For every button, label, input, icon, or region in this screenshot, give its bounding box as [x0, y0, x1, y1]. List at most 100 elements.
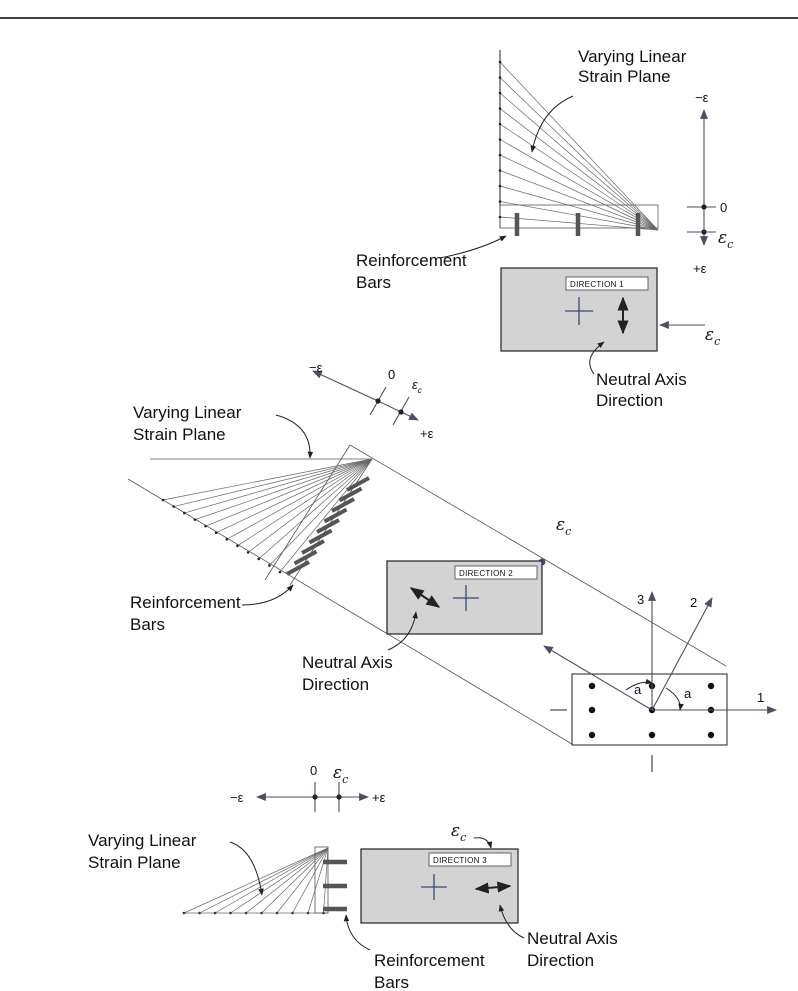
- main-section-group: 3 2 1 a a: [543, 591, 777, 772]
- d1-bars-label-line1: Reinforcement: [356, 251, 467, 270]
- d3-strain-line: [230, 847, 329, 914]
- d1-bars-label-line2: Bars: [356, 273, 391, 292]
- d3-strain-plane-label-line2: Strain Plane: [88, 853, 181, 872]
- d3-neutral-label-line2: Direction: [527, 951, 594, 970]
- d2-rebar: [346, 476, 370, 492]
- d2-strain-line: [226, 458, 373, 540]
- d3-strain-line: [199, 847, 329, 914]
- d1-direction-tag: DIRECTION 1: [570, 280, 624, 289]
- d3-strain-line: [245, 847, 329, 914]
- d2-rebar: [331, 497, 355, 513]
- d3-strain-line: [307, 847, 329, 914]
- d1-axis-epsc-dot: [701, 229, 707, 235]
- d2-axis-neg-arrow: [312, 370, 379, 402]
- d2-strain-plane-label-line2: Strain Plane: [133, 425, 226, 444]
- d2-axis-pos-label: +ε: [420, 426, 434, 441]
- d2-strain-point: [268, 564, 271, 567]
- d2-rebar: [301, 539, 325, 555]
- d2-rebar: [323, 507, 348, 524]
- d3-axis-epsc-dot: [336, 794, 342, 800]
- axis-2-arrow: [651, 597, 713, 711]
- d1-strain-line: [499, 154, 659, 231]
- d1-axis-zero-dot: [701, 204, 707, 210]
- d2-strain-line: [184, 458, 373, 514]
- d2-strain-point: [193, 518, 197, 521]
- d2-strain-line: [173, 458, 373, 507]
- d2-axis-epsc-dot: [398, 409, 404, 415]
- d1-strain-point: [498, 184, 502, 188]
- d2-axis-neg-label: −ε: [309, 360, 323, 375]
- d2-strain-plane-pointer: [275, 414, 314, 459]
- d3-neutral-label-line1: Neutral Axis: [527, 929, 618, 948]
- d2-bars-label-line1: Reinforcement: [130, 593, 241, 612]
- d2-strain-point: [257, 557, 261, 561]
- d2-neutral-pointer: [387, 611, 418, 651]
- d2-neutral-axis-arrow: [409, 587, 441, 608]
- d2-strain-point: [246, 551, 250, 554]
- d2-rebar: [286, 560, 310, 576]
- d3-axis-epsc-label: εc: [333, 763, 348, 786]
- d2-strain-line: [258, 458, 373, 560]
- d1-strain-point: [498, 153, 502, 157]
- d1-axis-epsc-label: εc: [718, 228, 733, 251]
- d2-direction-tag: DIRECTION 2: [459, 569, 513, 578]
- d1-neutral-label-line2: Direction: [596, 391, 663, 410]
- d2-strain-line: [279, 458, 373, 573]
- section-rebar-dot: [588, 706, 596, 714]
- d2-rebar: [293, 549, 318, 566]
- d1-strain-plane-pointer: [530, 95, 574, 153]
- d3-strain-line: [261, 847, 329, 914]
- d1-strain-line: [499, 123, 659, 231]
- d1-strain-point: [498, 76, 502, 79]
- axis-1-label: 1: [757, 690, 764, 705]
- d1-axis-zero-label: 0: [720, 200, 727, 215]
- d2-projection-line-upper: [349, 444, 727, 667]
- d2-strain-line: [216, 458, 373, 534]
- d2-strain-line: [205, 458, 373, 527]
- d3-strain-fan: [182, 847, 329, 915]
- d1-strain-line: [499, 170, 659, 231]
- d1-strain-plane-label-line2: Strain Plane: [578, 67, 671, 86]
- neutral-projection-arrow: [543, 645, 653, 711]
- d1-epsc-side-label: εc: [705, 325, 720, 348]
- d2-epsc-top-label: εc: [556, 515, 571, 538]
- section-rebar-dot: [707, 731, 715, 739]
- d1-strain-point: [498, 107, 502, 110]
- d2-strain-line: [237, 458, 373, 547]
- d2-projection-line-lower: [127, 478, 573, 745]
- d2-neutral-label-line2: Direction: [302, 675, 369, 694]
- direction-1-group: Varying Linear Strain Plane Reinforcemen…: [356, 47, 733, 410]
- direction-2-group: −ε 0 εc +ε Varying Linear Strain Plane R…: [127, 360, 727, 745]
- d3-strain-line: [183, 847, 329, 914]
- d2-neutral-label-line1: Neutral Axis: [302, 653, 393, 672]
- d2-strain-line: [247, 458, 373, 553]
- d2-strain-point: [182, 511, 186, 515]
- d2-direction-tag-box: [454, 565, 538, 580]
- d3-axis-zero-dot: [312, 794, 318, 800]
- d2-rebar-stack: [286, 476, 370, 576]
- d2-rebar: [308, 528, 333, 545]
- d1-axis-pos-label: +ε: [693, 261, 707, 276]
- d1-strain-line: [499, 185, 659, 231]
- d1-strain-line: [499, 139, 659, 231]
- d3-epsc-top-label: εc: [451, 821, 466, 844]
- d2-strain-fan: [161, 458, 373, 574]
- d1-strain-point: [498, 215, 502, 219]
- axis-3-label: 3: [637, 592, 644, 607]
- angle-label-left: a: [634, 682, 642, 697]
- d2-strain-point: [225, 537, 229, 541]
- d2-strain-point: [172, 505, 175, 508]
- d1-strain-point: [498, 169, 502, 172]
- d3-direction-tag: DIRECTION 3: [433, 856, 487, 865]
- d1-strain-point: [498, 138, 502, 141]
- d1-strain-point: [498, 91, 502, 95]
- section-rebar-dot: [588, 731, 596, 739]
- d3-axis-zero-label: 0: [310, 763, 317, 778]
- d2-bars-pointer: [241, 584, 294, 606]
- d2-axis-zero-label: 0: [388, 367, 395, 382]
- d3-bars-pointer: [343, 914, 371, 951]
- d3-axis-neg-label: −ε: [230, 790, 244, 805]
- d2-strain-point: [161, 498, 165, 502]
- d2-strain-point: [236, 544, 239, 548]
- d1-neutral-pointer: [589, 341, 605, 375]
